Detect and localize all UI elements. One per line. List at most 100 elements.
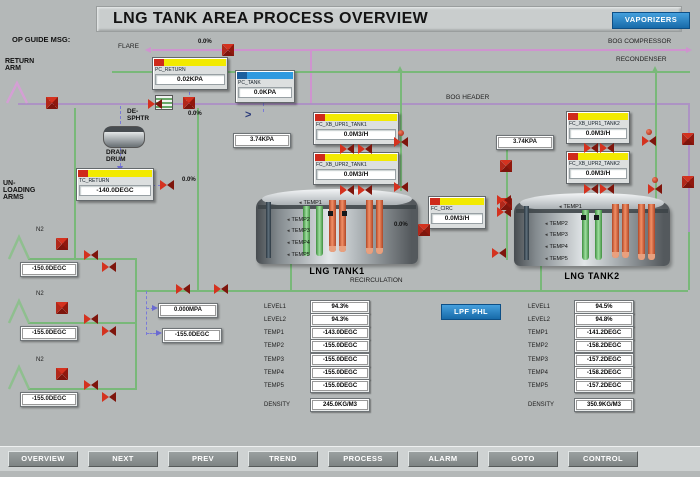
nav-goto-button[interactable]: GOTO [488,451,558,467]
tank1-fill-valve-icon[interactable] [358,185,372,195]
reading-row: TEMP2-155.0DEGC [264,339,370,353]
flare-arrow-icon [145,47,151,53]
lpf-phl-button[interactable]: LPF PHL [441,304,501,320]
pipe-segment [74,108,76,258]
circ-valve-icon[interactable] [418,224,430,236]
signal-line [146,308,154,309]
nav-control-button[interactable]: CONTROL [568,451,638,467]
nav-process-button[interactable]: PROCESS [328,451,398,467]
tank1-internal-pipe [366,200,373,254]
reading-value: 94.3% [312,302,368,312]
tank2-inlet-valve-icon[interactable] [500,160,512,172]
valve-icon[interactable] [160,180,174,190]
reading-label: LEVEL2 [264,317,287,323]
arm3-valve-icon[interactable] [56,368,68,380]
arm2-valve-icon[interactable] [56,302,68,314]
arm2-temp-value: -155.0DEGC [22,328,76,339]
nav-overview-button[interactable]: OVERVIEW [8,451,78,467]
bog-valve-icon[interactable] [682,176,694,188]
reading-row: TEMP4-158.2DEGC [528,366,634,380]
instrument-value: -140.0DEGC [79,185,151,196]
circ-valve-icon[interactable] [497,195,511,205]
drain-drum-icon[interactable] [103,126,145,148]
arm1-valve-icon[interactable] [102,262,116,272]
signal-line [263,103,264,112]
reading-value: -155.0DEGC [312,381,368,391]
valve-icon[interactable] [148,99,162,109]
arm3-valve-icon[interactable] [84,380,98,390]
arm2-valve-icon[interactable] [84,314,98,324]
tank2-fill-valve-icon[interactable] [584,143,598,153]
bog-valve-icon[interactable] [682,133,694,145]
signal-line [152,185,161,186]
tank1-fill-valve-icon[interactable] [340,185,354,195]
reading-label: LEVEL1 [528,304,551,310]
tank2-fill-valve-icon[interactable] [584,184,598,194]
faceplate-fc-circ[interactable]: FC_CIRC 0.0M3/H [428,196,486,229]
alarm-band [568,153,628,160]
arm1-valve-icon[interactable] [56,238,68,250]
faceplate-pc-tank[interactable]: PC_TANK 0.0KPA [235,70,295,103]
tank2-fill-valve-icon[interactable] [600,143,614,153]
nav-trend-button[interactable]: TREND [248,451,318,467]
vaporizers-button[interactable]: VAPORIZERS [612,12,690,29]
alarm-band [154,59,226,66]
faceplate-fc-upr1-tank1[interactable]: FC_XB_UPR1_TANK1 0.0M3/H [313,112,399,145]
valve-actuator-icon [646,129,652,135]
nav-prev-button[interactable]: PREV [168,451,238,467]
lng-tank1-roof [258,205,416,209]
tank1-fill-valve-icon[interactable] [340,144,354,154]
faceplate-pc-return[interactable]: PC_RETURN 0.02KPA [152,57,228,90]
arm2-valve-icon[interactable] [102,326,116,336]
signal-line [146,291,147,335]
tank2-bottom-valve-icon[interactable] [492,248,506,258]
instrument-value: 0.0KPA [238,87,292,98]
arm2-temp-box: -155.0DEGC [20,326,78,341]
tank2-temp-label: TEMP4 [544,244,567,250]
arm3-valve-icon[interactable] [102,392,116,402]
tank2-sensor-icon [594,215,599,220]
header-valve-icon[interactable] [176,284,190,294]
instrument-tag: FC_CIRC [431,206,453,212]
faceplate-fc-upr2-tank1[interactable]: FC_XB_UPR2_TANK1 0.0M3/H [313,152,399,185]
nav-alarm-button[interactable]: ALARM [408,451,478,467]
reading-row: TEMP3-157.2DEGC [528,353,634,367]
arm1-valve-icon[interactable] [84,250,98,260]
unloading-arms-label: UN-LOADING ARMS [3,180,36,201]
faceplate-tc-return[interactable]: TC_RETURN -140.0DEGC [76,168,154,201]
page-title: LNG TANK AREA PROCESS OVERVIEW [113,10,429,27]
faceplate-fc-upr1-tank2[interactable]: FC_XB_UPR1_TANK2 0.0M3/H [566,111,630,144]
tank2-valve-icon[interactable] [642,136,656,146]
pipe-segment [290,264,292,290]
reading-row: TEMP5-157.2DEGC [528,379,634,393]
bog-header-pipe [18,103,688,105]
flare-valve-icon[interactable] [222,44,234,56]
tank1-internal-pipe [329,200,336,252]
tank2-fill-valve-icon[interactable] [600,184,614,194]
header-valve-icon[interactable] [214,284,228,294]
instrument-tag: FC_XB_UPR1_TANK2 [569,121,620,127]
reading-value: -158.2DEGC [576,341,632,351]
reading-value: 94.3% [312,315,368,325]
tank1-valve-icon[interactable] [394,182,408,192]
nav-next-button[interactable]: NEXT [88,451,158,467]
tank2-internal-pipe [638,204,645,260]
tank1-valve-icon[interactable] [394,137,408,147]
valve-icon[interactable] [183,97,195,109]
alarm-band [78,170,152,177]
valve-icon[interactable] [46,97,58,109]
instrument-value: 0.02KPA [155,74,225,85]
tank2-valve-icon[interactable] [648,184,662,194]
faceplate-fc-upr2-tank2[interactable]: FC_XB_UPR2_TANK2 0.0M3/H [566,151,630,184]
tank1-fill-valve-icon[interactable] [358,144,372,154]
check-valve-icon: > [245,109,252,121]
instrument-value: 0.0M3/H [431,213,483,224]
lng-tank2-roof [516,209,668,213]
circ-valve-icon[interactable] [497,207,511,217]
title-box: LNG TANK AREA PROCESS OVERVIEW [96,6,682,32]
lng-tank1[interactable] [256,198,418,264]
return-arm-label: RETURN ARM [5,58,35,72]
reading-value: 245.0KG/M3 [312,400,368,410]
